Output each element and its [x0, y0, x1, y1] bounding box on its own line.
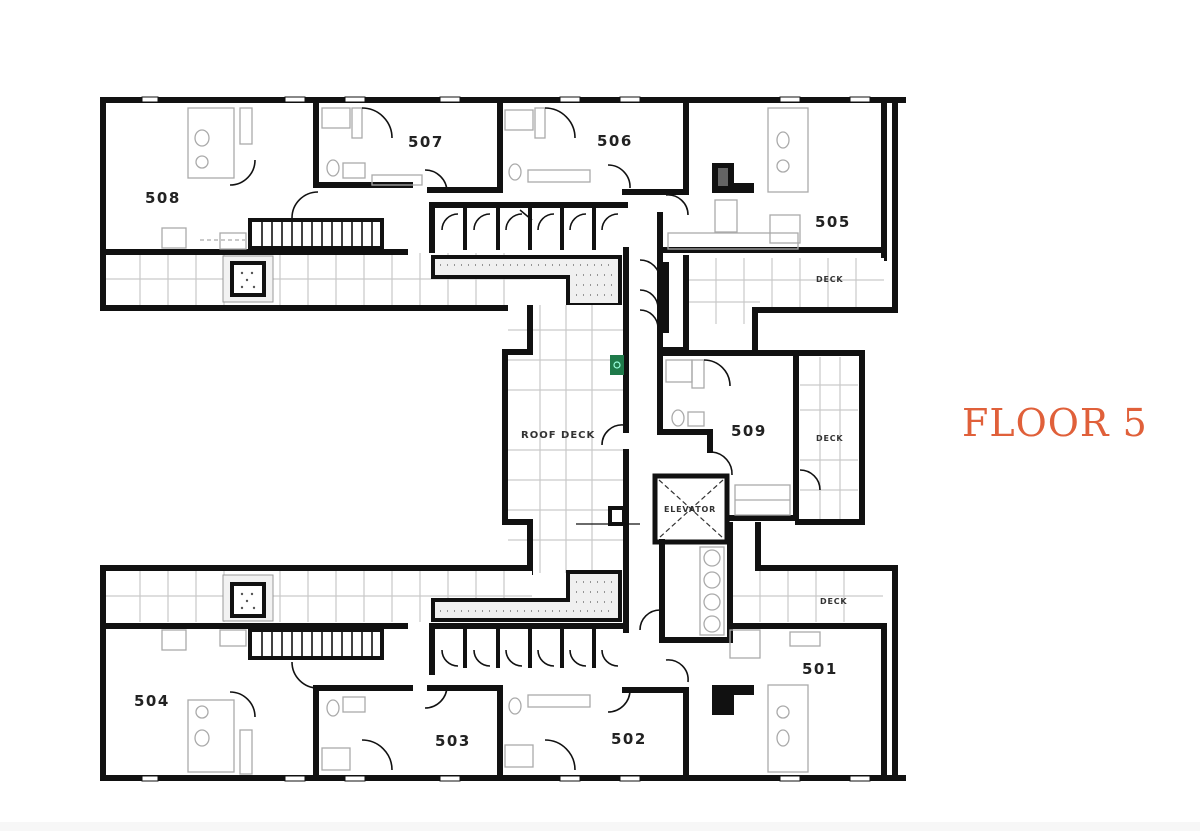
deck-501: DECK — [727, 522, 898, 628]
deck-505: DECK — [683, 255, 898, 353]
bottom-wing: DECK — [100, 522, 906, 781]
unit-508-fixtures — [161, 107, 256, 250]
elevator-label: ELEVATOR — [664, 505, 716, 514]
planter-l-bottom — [431, 570, 622, 622]
planter-bottom — [222, 574, 274, 622]
unit-506-fixtures — [504, 107, 631, 189]
central-spine: ROOF DECK — [429, 202, 865, 643]
unit-507-label: 507 — [408, 133, 444, 151]
stair-top — [248, 191, 384, 250]
roof-deck-label: ROOF DECK — [521, 430, 595, 441]
bottom-strip — [0, 822, 1200, 831]
planter-top — [222, 255, 274, 303]
unit-505-label: 505 — [815, 213, 851, 231]
top-wing: DECK — [100, 97, 906, 353]
deck-501-label: DECK — [820, 597, 847, 606]
windows — [141, 96, 871, 782]
unit-504-fixtures — [161, 629, 256, 775]
unit-503-fixtures — [321, 685, 448, 771]
unit-509-label: 509 — [731, 422, 767, 440]
unit-501-fixtures — [665, 629, 821, 773]
deck-509-label: DECK — [816, 434, 843, 443]
unit-505-fixtures — [665, 107, 809, 250]
lockers-bottom — [429, 623, 628, 675]
unit-502-label: 502 — [611, 730, 647, 748]
unit-504-label: 504 — [134, 692, 170, 710]
unit-501-label: 501 — [802, 660, 838, 678]
elevator: ELEVATOR — [652, 473, 730, 545]
unit-507-fixtures — [321, 107, 448, 193]
unit-503-label: 503 — [435, 732, 471, 750]
unit-502-fixtures — [504, 689, 631, 771]
deck-509: DECK — [795, 350, 865, 525]
lockers-top — [429, 202, 628, 253]
exit-sign-icon — [610, 355, 624, 375]
unit-509 — [657, 350, 801, 521]
utility-room — [639, 539, 733, 643]
roof-deck: ROOF DECK — [502, 247, 640, 633]
floor-title: FLOOR 5 — [962, 401, 1148, 445]
unit-506-label: 506 — [597, 132, 633, 150]
unit-labels: 508 507 506 505 509 504 503 502 501 — [134, 132, 851, 750]
unit-508-label: 508 — [145, 189, 181, 207]
deck-505-label: DECK — [816, 275, 843, 284]
stair-bottom — [248, 628, 384, 689]
